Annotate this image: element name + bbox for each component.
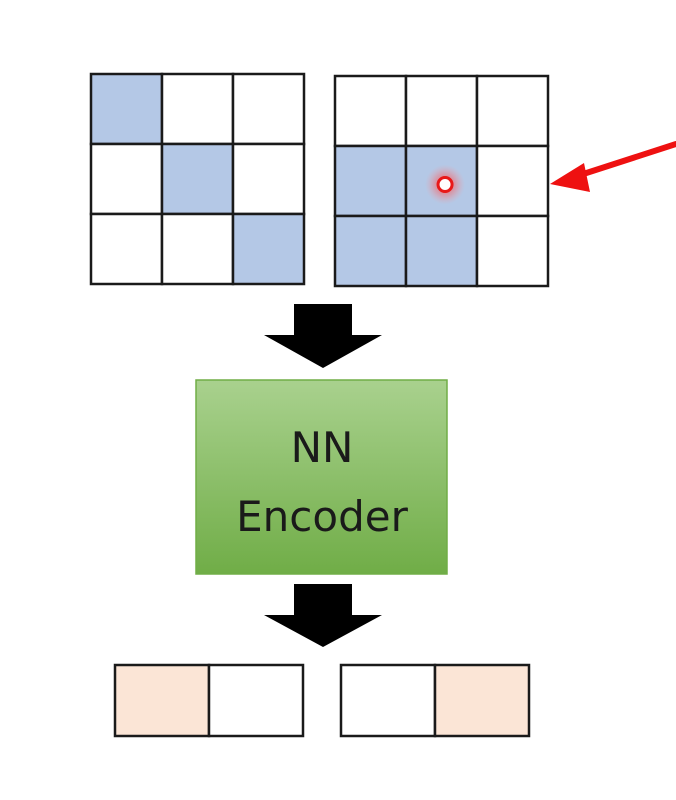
output-vector-left-cell-1 xyxy=(207,663,305,738)
input-grid-left-cell-0-2 xyxy=(231,72,306,146)
encoder-label-line1: NN xyxy=(291,423,354,472)
down-arrow-icon xyxy=(264,584,382,647)
output-vector-right-cell-1 xyxy=(433,663,531,738)
input-grid-right-cell-2-2 xyxy=(475,214,550,288)
input-grid-left xyxy=(89,72,306,286)
input-grid-right-cell-1-0 xyxy=(333,144,408,218)
input-grid-left-cell-0-0 xyxy=(89,72,164,146)
input-grid-right-cell-0-2 xyxy=(475,74,550,148)
input-grid-left-cell-2-0 xyxy=(89,212,164,286)
input-grid-left-cell-2-2 xyxy=(231,212,306,286)
down-arrow-icon xyxy=(264,304,382,368)
input-grid-right-cell-1-2 xyxy=(475,144,550,218)
output-vector-left-cell-0 xyxy=(113,663,211,738)
input-grid-left-cell-1-2 xyxy=(231,142,306,216)
input-grid-left-cell-2-1 xyxy=(160,212,235,286)
encoder-label-line2: Encoder xyxy=(236,492,408,541)
input-grid-right-cell-0-1 xyxy=(404,74,479,148)
input-grid-left-cell-0-1 xyxy=(160,72,235,146)
input-grid-right xyxy=(333,74,550,288)
input-grid-right-cell-2-1 xyxy=(404,214,479,288)
output-vector-left xyxy=(113,663,305,738)
nn-encoder-box: NN Encoder xyxy=(195,379,448,575)
red-dot-marker-icon xyxy=(425,164,466,205)
input-grid-right-cell-0-0 xyxy=(333,74,408,148)
input-grid-right-cell-2-0 xyxy=(333,214,408,288)
input-grid-left-cell-1-0 xyxy=(89,142,164,216)
output-vector-right-cell-0 xyxy=(339,663,437,738)
red-arrow-pointer-icon xyxy=(550,141,676,192)
output-vector-right xyxy=(339,663,531,738)
input-grid-left-cell-1-1 xyxy=(160,142,235,216)
